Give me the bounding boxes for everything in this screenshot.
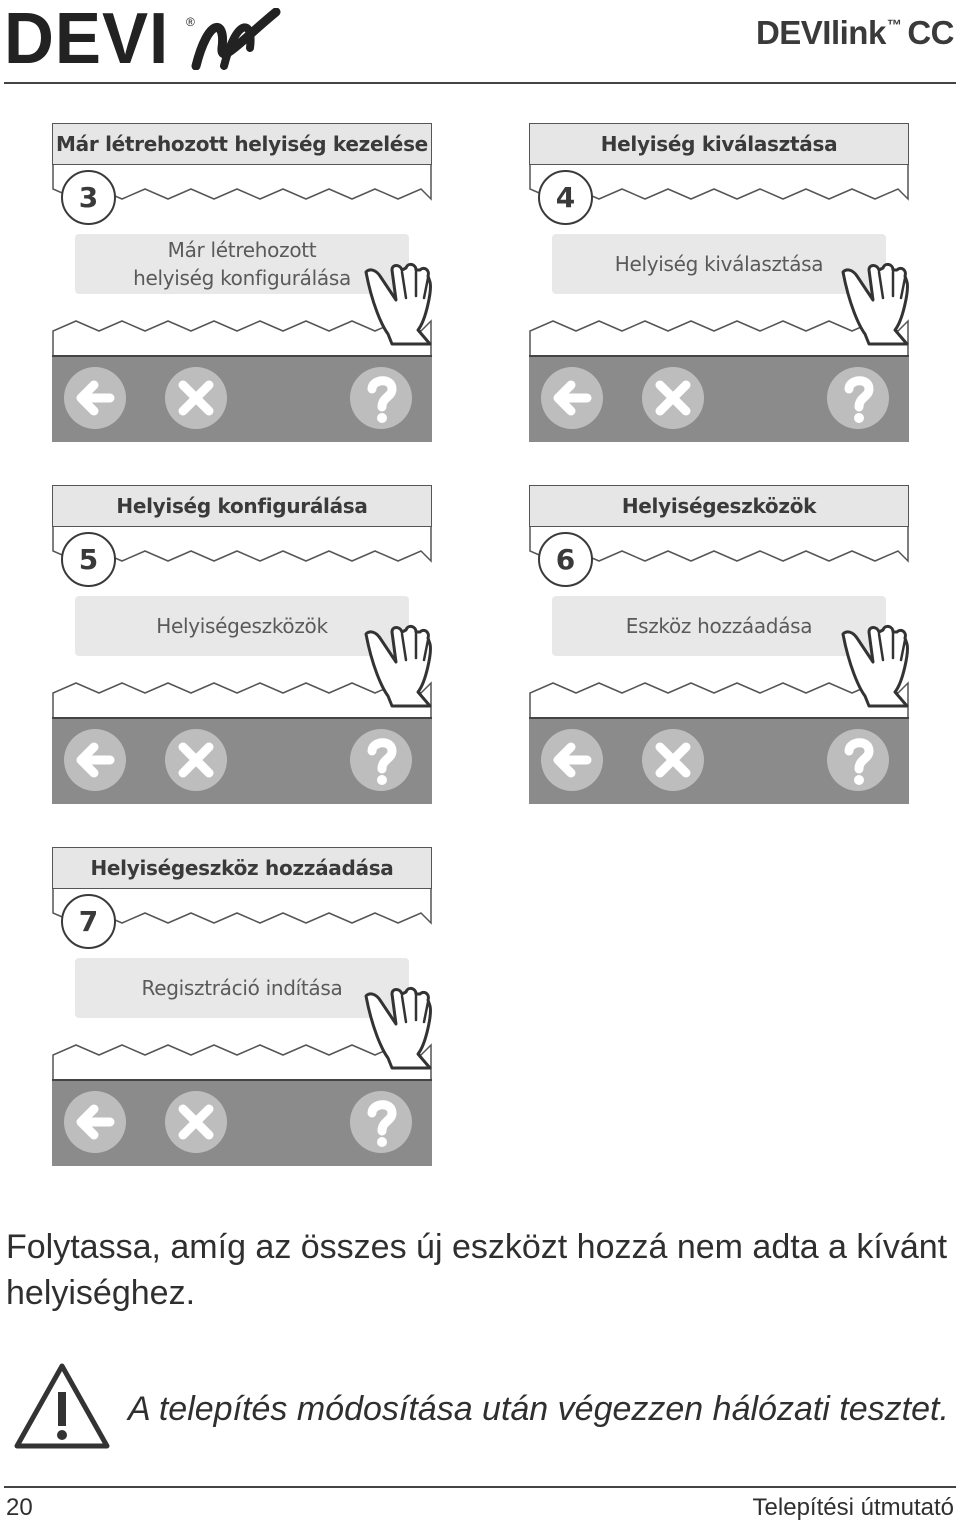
step-number-badge: 3 [61, 170, 116, 225]
help-question-icon [844, 376, 874, 423]
panel-title: Helyiségeszköz hozzáadása [52, 847, 432, 889]
help-question-icon [367, 1100, 397, 1147]
product-suffix: CC [907, 14, 954, 51]
back-arrow-icon [553, 380, 592, 416]
menu-button[interactable]: Regisztráció indítása [75, 958, 409, 1018]
menu-button-label-line: Már létrehozott [167, 238, 317, 262]
warning-text: A telepítés módosítása után végezzen hál… [128, 1390, 949, 1428]
back-arrow-icon [76, 1104, 115, 1140]
panel-title: Helyiségeszközök [529, 485, 909, 527]
close-x-icon [178, 742, 214, 778]
help-question-icon [844, 738, 874, 785]
back-arrow-icon [553, 742, 592, 778]
close-x-button[interactable] [165, 729, 227, 791]
menu-button[interactable]: Eszköz hozzáadása [552, 596, 886, 656]
menu-button-label: Már létrehozott helyiség konfigurálása [133, 236, 351, 292]
menu-button-label-line: helyiség konfigurálása [133, 266, 351, 290]
warning-triangle-icon [14, 1363, 110, 1449]
menu-button-label: Helyiségeszközök [156, 612, 328, 640]
menu-button[interactable]: Helyiségeszközök [75, 596, 409, 656]
logo-wordmark: DEVI [4, 0, 170, 79]
continue-instruction: Folytassa, amíg az összes új eszközt hoz… [6, 1228, 948, 1312]
bottom-navigation-bar [52, 717, 432, 804]
footer-divider [4, 1486, 956, 1488]
help-question-button[interactable] [827, 367, 889, 429]
back-arrow-button[interactable] [64, 1091, 126, 1153]
panel-title: Már létrehozott helyiség kezelése [52, 123, 432, 165]
menu-button-label: Helyiség kiválasztása [615, 250, 824, 278]
help-question-icon [367, 738, 397, 785]
bottom-navigation-bar [52, 1079, 432, 1166]
logo-swirl-icon: ® [186, 8, 281, 70]
close-x-button[interactable] [642, 729, 704, 791]
panel-title: Helyiség konfigurálása [52, 485, 432, 527]
bottom-navigation-bar [529, 717, 909, 804]
header-divider [4, 82, 956, 84]
close-x-icon [178, 1104, 214, 1140]
bottom-navigation-bar [52, 355, 432, 442]
help-question-icon [367, 376, 397, 423]
page-number: 20 [6, 1494, 33, 1521]
close-x-icon [655, 380, 691, 416]
pointing-hand-icon [364, 262, 432, 346]
back-arrow-icon [76, 380, 115, 416]
pointing-hand-icon [364, 624, 432, 708]
back-arrow-icon [76, 742, 115, 778]
step-number-badge: 6 [538, 532, 593, 587]
step-number-badge: 7 [61, 894, 116, 949]
back-arrow-button[interactable] [541, 729, 603, 791]
document-name: Telepítési útmutató [752, 1494, 954, 1521]
help-question-button[interactable] [350, 367, 412, 429]
close-x-icon [655, 742, 691, 778]
svg-text:®: ® [186, 15, 195, 29]
step-number-badge: 4 [538, 170, 593, 225]
menu-button-label-line: Helyiség kiválasztása [614, 252, 824, 276]
step-number-badge: 5 [61, 532, 116, 587]
close-x-icon [178, 380, 214, 416]
menu-button[interactable]: Helyiség kiválasztása [552, 234, 886, 294]
back-arrow-button[interactable] [64, 729, 126, 791]
product-name: DEVIlink [755, 14, 886, 51]
menu-button[interactable]: Már létrehozott helyiség konfigurálása [75, 234, 409, 294]
pointing-hand-icon [841, 262, 909, 346]
menu-button-label-line: Regisztráció indítása [141, 976, 343, 1000]
close-x-button[interactable] [165, 1091, 227, 1153]
product-title: DEVIlink™ CC [755, 14, 955, 52]
pointing-hand-icon [841, 624, 909, 708]
close-x-button[interactable] [642, 367, 704, 429]
devi-logo: DEVI ® [4, 0, 281, 79]
pointing-hand-icon [364, 986, 432, 1070]
back-arrow-button[interactable] [64, 367, 126, 429]
menu-button-label-line: Eszköz hozzáadása [625, 614, 813, 638]
close-x-button[interactable] [165, 367, 227, 429]
trademark-mark: ™ [886, 17, 902, 34]
menu-button-label: Regisztráció indítása [142, 974, 343, 1002]
help-question-button[interactable] [350, 729, 412, 791]
bottom-navigation-bar [529, 355, 909, 442]
menu-button-label-line: Helyiségeszközök [156, 614, 328, 638]
menu-button-label: Eszköz hozzáadása [625, 612, 813, 640]
help-question-button[interactable] [350, 1091, 412, 1153]
help-question-button[interactable] [827, 729, 889, 791]
panel-title: Helyiség kiválasztása [529, 123, 909, 165]
back-arrow-button[interactable] [541, 367, 603, 429]
